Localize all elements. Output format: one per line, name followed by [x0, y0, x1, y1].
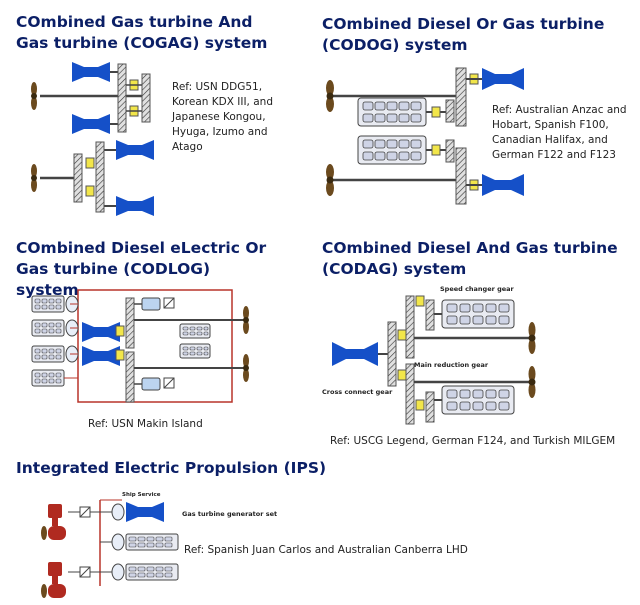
gearbox: [455, 67, 467, 127]
clutch: [115, 325, 125, 337]
generator: [111, 503, 125, 521]
gearbox: [425, 391, 435, 423]
propeller-icon: [528, 366, 536, 398]
electric-bus: [77, 289, 233, 403]
gearbox: [387, 321, 397, 387]
gearbox: [445, 99, 455, 123]
clutch: [115, 349, 125, 361]
gas-turbine: [126, 502, 164, 522]
converter: [79, 506, 91, 518]
gearbox: [73, 153, 83, 203]
clutch: [85, 185, 95, 197]
cogag-diagram: [31, 62, 154, 216]
gearbox: [405, 295, 415, 359]
clutch: [415, 295, 425, 307]
codlog-diagram: [31, 289, 249, 403]
diesel-engine: [179, 323, 211, 339]
codog-title: COmbined Diesel Or Gas turbine (CODOG) s…: [322, 15, 605, 54]
diesel-engine: [357, 97, 427, 127]
ips-title: Integrated Electric Propulsion (IPS): [16, 459, 327, 477]
gas-turbine: [482, 174, 524, 196]
propeller-icon: [243, 306, 249, 334]
gearbox: [445, 139, 455, 163]
cogag-title: COmbined Gas turbine And Gas turbine (CO…: [16, 13, 268, 52]
ship-service-label: Ship Service: [122, 492, 161, 498]
propeller-icon: [31, 82, 37, 110]
propeller-icon: [243, 354, 249, 382]
converter: [163, 377, 175, 389]
codog-ref: Ref: Australian Anzac and Hobart, Spanis…: [492, 104, 627, 161]
electric-motor: [141, 297, 161, 311]
podded-motor: [41, 504, 66, 540]
codlog-title: COmbined Diesel eLectric Or Gas turbine …: [16, 239, 267, 299]
codag-diagram: Speed changer gear Main reduction gear C…: [322, 285, 536, 425]
cross-connect-label: Cross connect gear: [322, 388, 393, 396]
gas-turbine: [72, 62, 110, 82]
gas-turbine: [82, 346, 120, 366]
propeller-icon: [326, 164, 334, 196]
gas-turbine: [116, 140, 154, 160]
gearbox: [141, 73, 151, 123]
clutch: [85, 157, 95, 169]
clutch: [397, 329, 407, 341]
gearbox: [425, 299, 435, 331]
propeller-icon: [326, 80, 334, 112]
gearbox: [405, 363, 415, 425]
clutch: [415, 399, 425, 411]
gas-turbine-set-label: Gas turbine generator set: [182, 510, 277, 518]
codag-ref: Ref: USCG Legend, German F124, and Turki…: [330, 435, 616, 447]
ips-diagram: Ship Service Gas turbine generator set: [41, 492, 277, 598]
generator: [111, 533, 125, 551]
diesel-engine: [179, 343, 211, 359]
gearbox: [125, 297, 135, 349]
gas-turbine: [116, 196, 154, 216]
ips-ref: Ref: Spanish Juan Carlos and Australian …: [184, 544, 468, 556]
cogag-ref: Ref: USN DDG51, Korean KDX III, and Japa…: [172, 81, 273, 153]
generator: [111, 563, 125, 581]
diesel-engine: [357, 135, 427, 165]
gas-turbine: [332, 342, 378, 366]
diesel-generator: [31, 369, 65, 387]
gearbox: [125, 351, 135, 403]
converter: [163, 297, 175, 309]
speed-changer-label: Speed changer gear: [440, 285, 515, 293]
gearbox: [455, 147, 467, 205]
clutch: [397, 369, 407, 381]
diesel-engine: [441, 299, 515, 329]
converter: [79, 566, 91, 578]
codag-title: COmbined Diesel And Gas turbine (CODAG) …: [322, 239, 618, 278]
propeller-icon: [31, 164, 37, 192]
diesel-generator: [31, 319, 79, 337]
gearbox: [95, 141, 105, 213]
gas-turbine: [72, 114, 110, 134]
codlog-ref: Ref: USN Makin Island: [88, 418, 203, 430]
main-reduction-label: Main reduction gear: [414, 361, 489, 369]
codog-diagram: [326, 67, 524, 205]
gas-turbine: [482, 68, 524, 90]
diesel-generator: [31, 295, 79, 313]
diesel-engine: [125, 533, 179, 551]
podded-motor: [41, 562, 66, 598]
gas-turbine: [82, 322, 120, 342]
clutch: [431, 144, 441, 156]
gearbox: [117, 63, 127, 133]
diesel-engine: [125, 563, 179, 581]
diesel-engine: [441, 385, 515, 415]
clutch: [431, 106, 441, 118]
propeller-icon: [528, 322, 536, 354]
electric-motor: [141, 377, 161, 391]
